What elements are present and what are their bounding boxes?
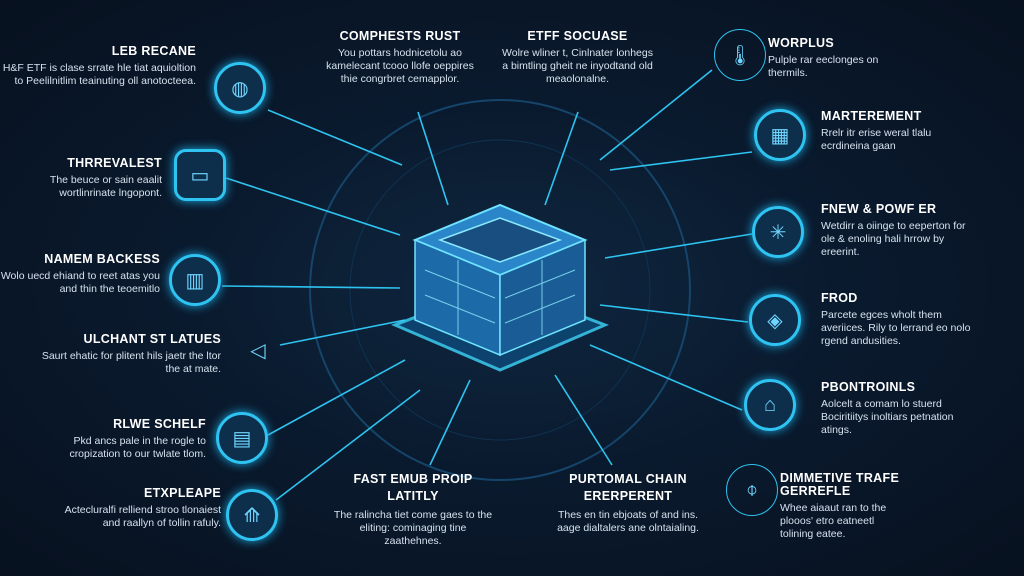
feature-text: Saurt ehatic for plitent hils jaetr the … [41,350,221,375]
city-icon: ▥ [169,254,221,306]
feature-left-5: RLWE SCHELF Pkd ancs pale in the rogle to… [26,418,206,461]
feature-bottom-2: PURTOMAL CHAIN ERERPERENT Thes en tin ebj… [548,471,708,535]
globe-icon: ◍ [214,62,266,114]
feature-text: The beuce or sain eaalit wortlinrinate l… [49,174,162,199]
feature-title: PURTOMAL CHAIN ERERPERENT [569,472,687,503]
feature-title: ULCHANT ST LATUES [83,332,221,346]
feature-right-2: MARTEREMENT Rrelr itr erise weral tlalu e… [821,110,961,153]
orbit-ring [309,99,691,481]
feature-left-1: LEB RECANE H&F ETF is clase srrate hle ti… [0,45,196,88]
feature-text: Pkd ancs pale in the rogle to cropizatio… [69,435,206,460]
connector-lines [221,69,753,501]
feature-title: FAST EMUB PROIP LATITLY [353,472,473,503]
feature-title: ETFF SOCUASE [527,29,628,43]
monitor-icon: ▭ [174,149,226,201]
feature-text: Pulple rar eeclonges on thermils. [768,54,879,79]
document-icon: ▤ [216,412,268,464]
feature-title: NAMEM BACKESS [44,252,160,266]
clip-icon: ⌽ [726,464,778,516]
feature-title: ETXPLEAPE [143,486,221,500]
feature-title: THRREVALEST [67,156,162,170]
tower-icon: ⟰ [226,489,278,541]
feature-text: Aolcelt a comam lo stuerd Bociritiitys i… [821,398,954,436]
triangle-icon: ◁ [250,339,266,362]
feature-right-3: FNEW & POWF ER Wetdirr a oiinge to eepert… [821,203,981,259]
feature-title: RLWE SCHELF [113,417,206,431]
feature-left-2: THRREVALEST The beuce or sain eaalit wort… [2,157,162,200]
feature-text: Rrelr itr erise weral tlalu ecrdineina g… [821,127,932,152]
feature-text: You pottars hodnicetolu ao kamelecant tc… [326,47,474,85]
feature-right-1: WORPLUS Pulple rar eeclonges on thermils. [768,37,908,80]
feature-text: Wolre wliner t, Cinlnater lonhegs a bimt… [502,47,653,85]
feature-title: COMPHESTS RUST [339,29,461,43]
feature-bottom-1: FAST EMUB PROIP LATITLY The ralincha tiet… [333,471,493,548]
feature-left-6: ETXPLEAPE Actecluralfi relliend stroo tlo… [51,487,221,530]
bank-icon: ⌂ [744,379,796,431]
feature-text: H&F ETF is clase srrate hle tiat aquiolt… [2,62,196,87]
feature-title: PBONTROINLS [821,380,916,394]
feature-text: Actecluralfi relliend stroo tlonaiest an… [64,504,221,529]
box-icon: ◈ [749,294,801,346]
network-icon: ✳ [752,206,804,258]
thermometer-icon: 🌡︎ [714,29,766,81]
inner-ring [349,139,651,441]
feature-right-6: DIMMETIVE TRAFE GERREFLE Whee aiaaut ran … [780,472,910,541]
feature-text: Thes en tin ebjoats of and ins. aage dia… [557,509,699,534]
chart-icon: ▦ [754,109,806,161]
feature-top-2: ETFF SOCUASE Wolre wliner t, Cinlnater lo… [500,30,655,86]
feature-title: LEB RECANE [111,44,196,58]
feature-top-1: COMPHESTS RUST You pottars hodnicetolu ao… [320,30,480,86]
feature-right-4: FROD Parcete egces wholt them averiices. … [821,292,981,348]
feature-text: The ralincha tiet come gaes to the eliti… [333,509,493,547]
feature-text: Parcete egces wholt them averiices. Rily… [821,309,971,347]
feature-text: Wolo uecd ehiand to reet atas you and th… [0,270,160,295]
central-cube [391,203,609,372]
feature-text: Wetdirr a oiinge to eeperton for ole & e… [821,220,966,258]
feature-text: Whee aiaaut ran to the plooos' etro eatn… [780,502,887,540]
feature-title: MARTEREMENT [821,109,922,123]
feature-left-3: NAMEM BACKESS Wolo uecd ehiand to reet at… [0,253,160,296]
feature-left-4: ULCHANT ST LATUES Saurt ehatic for pliten… [41,333,221,376]
feature-title: WORPLUS [768,36,834,50]
feature-right-5: PBONTROINLS Aolcelt a comam lo stuerd Boc… [821,381,981,437]
feature-title: DIMMETIVE TRAFE GERREFLE [780,471,900,498]
feature-title: FNEW & POWF ER [821,202,937,216]
feature-title: FROD [821,291,858,305]
